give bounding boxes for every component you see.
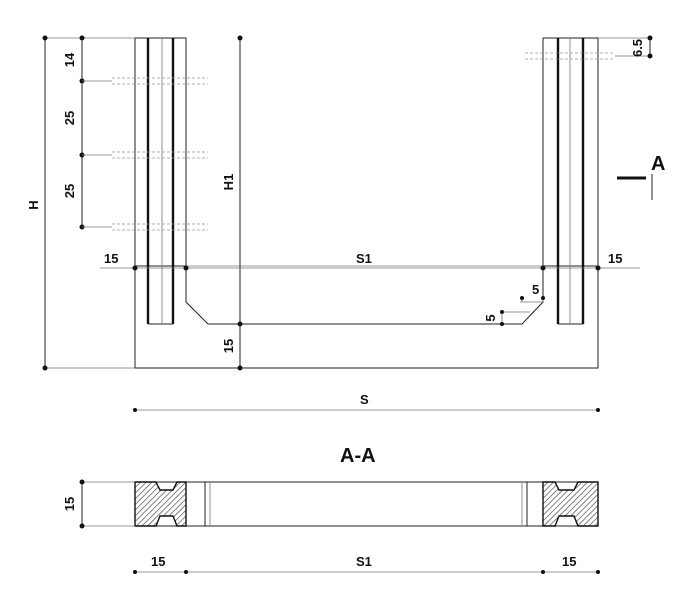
dim-label-section-s1: S1: [356, 554, 372, 569]
dim-label-left-15: 15: [104, 251, 118, 266]
dim-h1: H1: [221, 35, 243, 327]
dim-6-5: 6.5: [598, 35, 653, 59]
section-marker: A: [617, 153, 665, 200]
dim-s: S: [133, 392, 600, 412]
dim-label-section-right-15: 15: [562, 554, 576, 569]
left-post-section: [134, 481, 187, 527]
dim-label-6-5: 6.5: [630, 39, 645, 57]
dim-label-s1: S1: [356, 251, 372, 266]
dim-s1-front: 15 S1 15: [100, 251, 640, 271]
dim-label-25-upper: 25: [62, 111, 77, 125]
dim-label-25-lower: 25: [62, 184, 77, 198]
dim-h: H: [26, 35, 135, 371]
dim-chamfer: 5 5: [483, 282, 545, 326]
right-post-section: [542, 481, 599, 527]
base-outline: [134, 265, 599, 369]
dim-label-bottom-15: 15: [221, 339, 236, 353]
dim-section-bottom: 15 S1 15: [133, 554, 600, 574]
left-post: [134, 37, 187, 325]
dim-label-section-left-15: 15: [151, 554, 165, 569]
dim-label-chamfer-5-vertical: 5: [483, 314, 498, 321]
left-post-holes: [112, 77, 208, 231]
dim-bottom-thickness: 15: [221, 324, 243, 371]
section-view: A-A 15 15: [62, 445, 600, 574]
dim-label-section-15: 15: [62, 497, 77, 511]
right-post-holes: [525, 52, 615, 60]
section-marker-label: A: [651, 153, 665, 175]
front-view: H 14 25 25 H1 15: [26, 35, 665, 412]
dim-label-chamfer-5-horizontal: 5: [532, 282, 539, 297]
dim-label-right-15: 15: [608, 251, 622, 266]
dim-label-s: S: [360, 392, 369, 407]
dim-label-h: H: [26, 200, 41, 209]
section-title: A-A: [340, 445, 376, 467]
dim-label-h1: H1: [221, 174, 236, 191]
dim-hole-spacing: 14 25 25: [62, 35, 112, 230]
dim-section-height: 15: [62, 479, 135, 529]
dim-label-14: 14: [62, 52, 77, 67]
right-post: [542, 37, 599, 325]
